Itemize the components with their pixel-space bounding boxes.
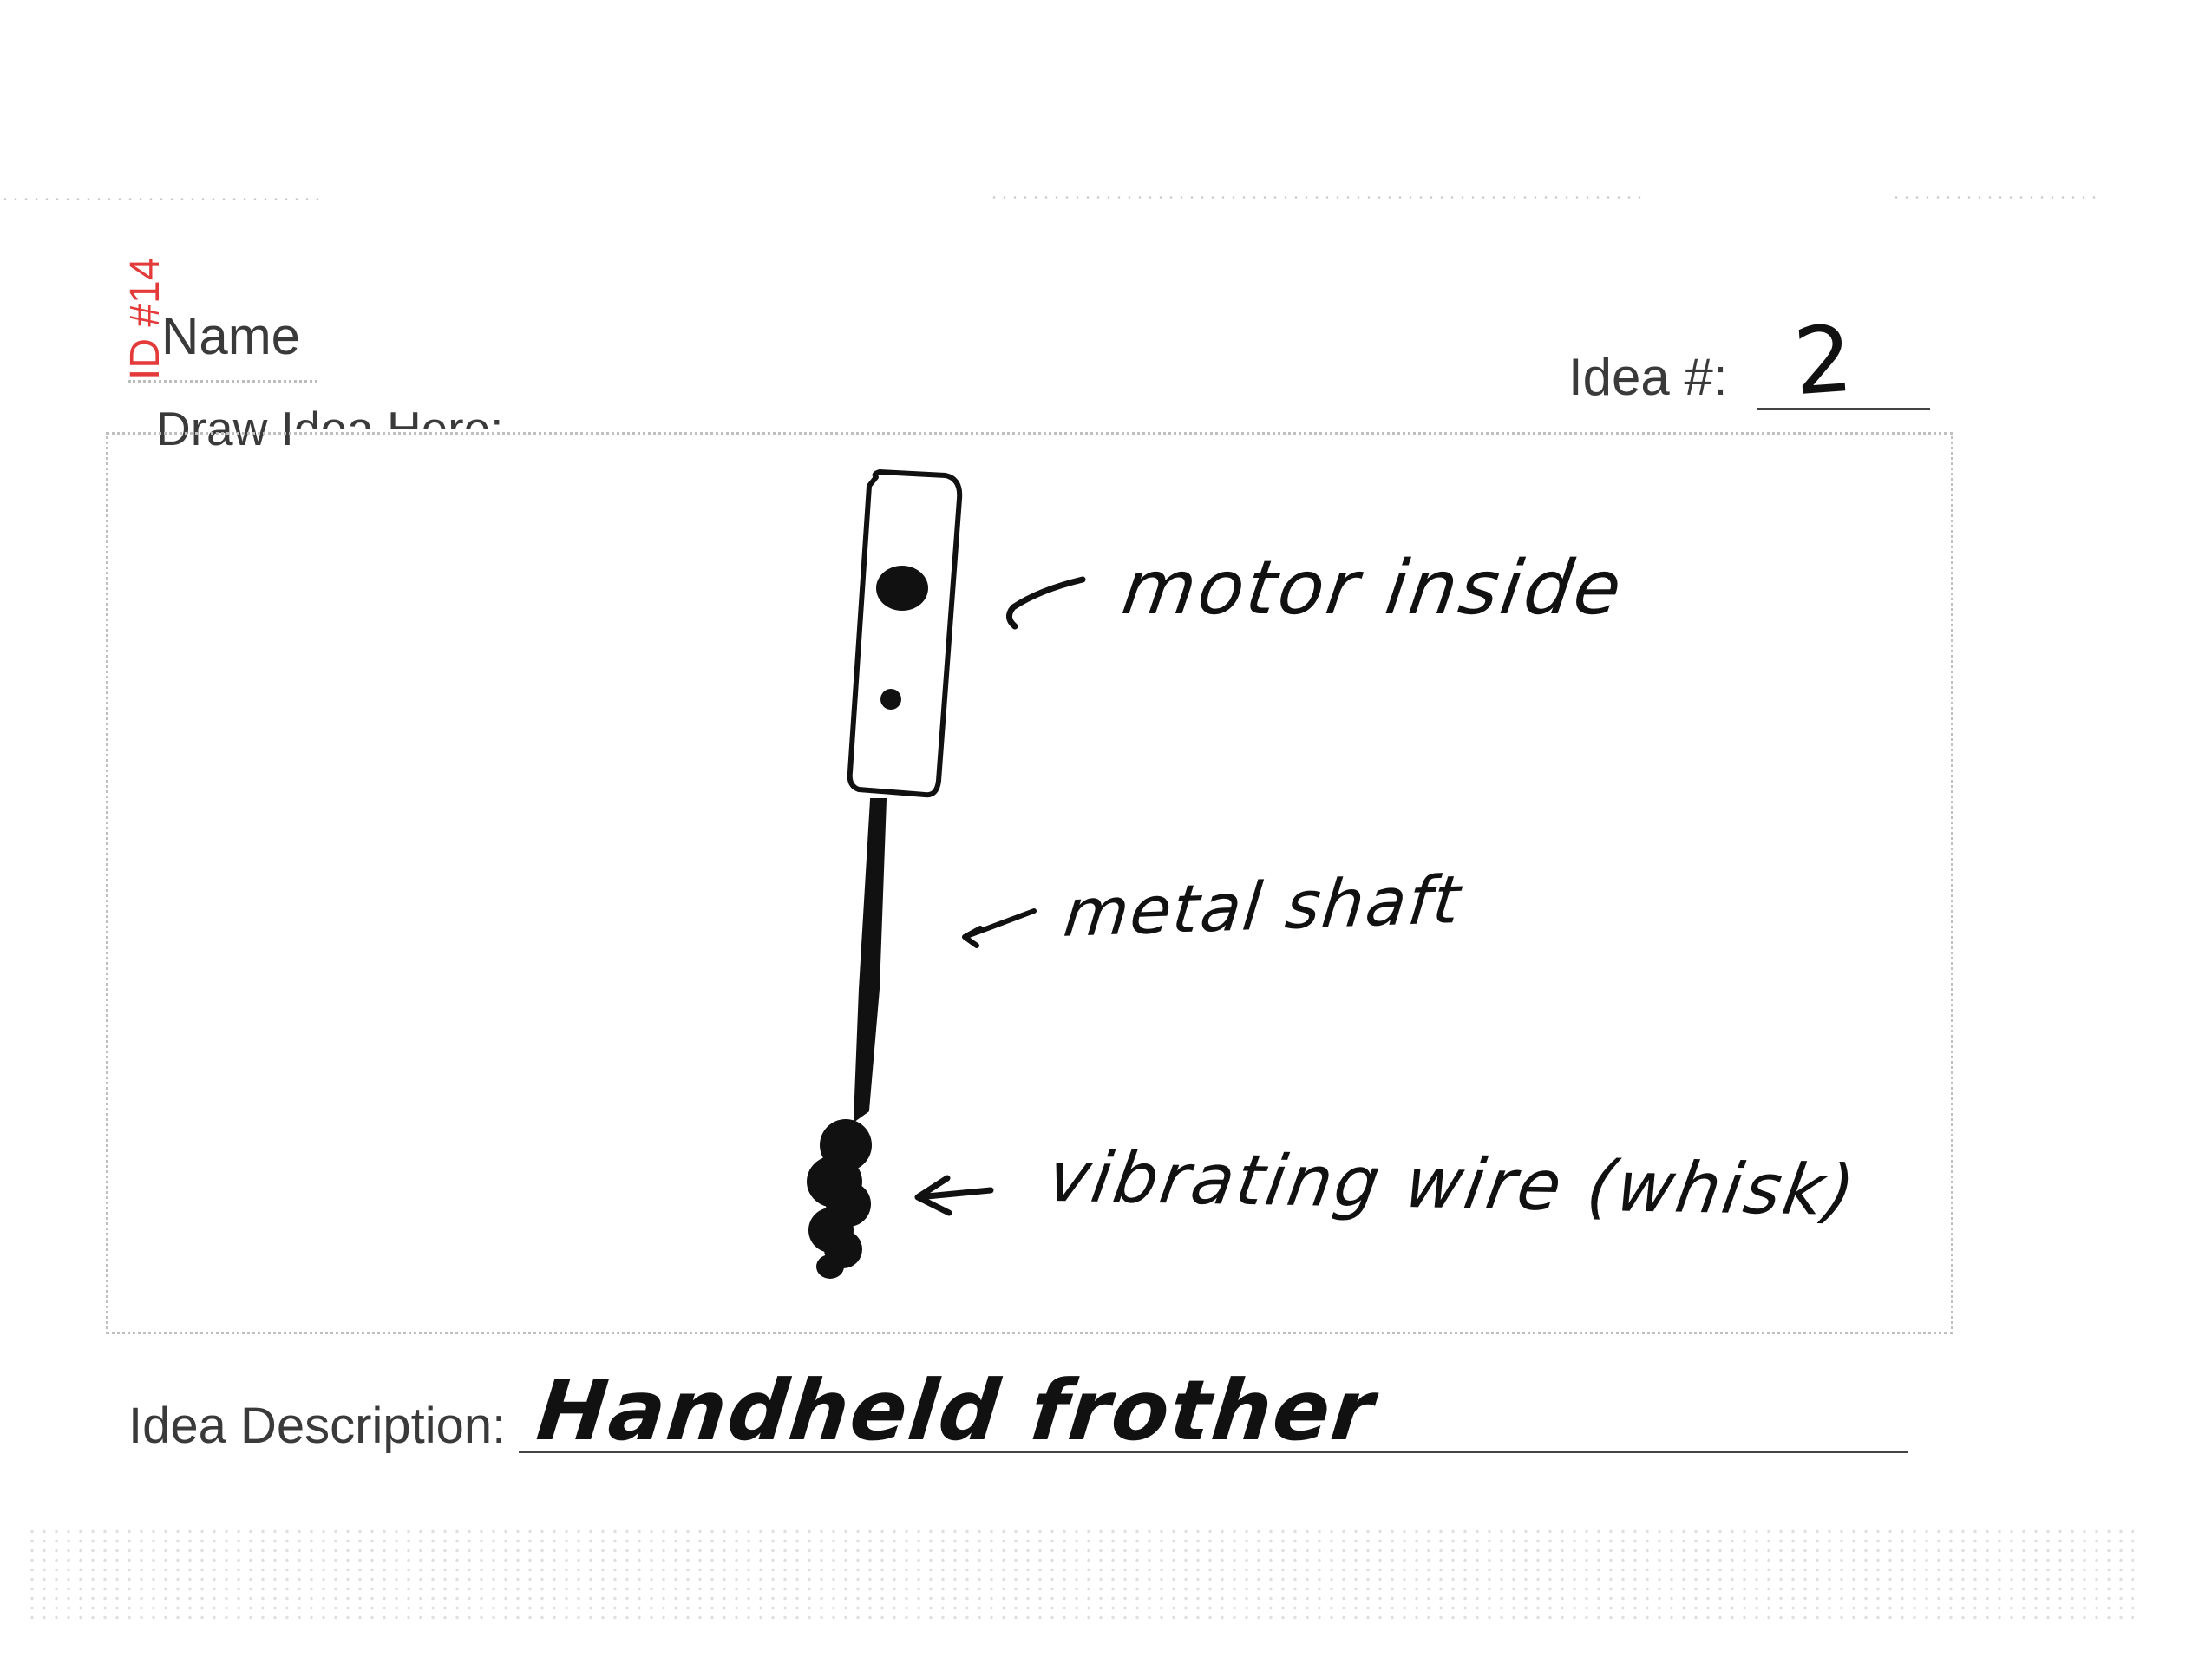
metal-shaft	[855, 800, 885, 1119]
idea-description-label: Idea Description:	[128, 1397, 506, 1455]
speed-button	[880, 689, 901, 710]
arrow-wire	[918, 1178, 991, 1213]
label-shaft: metal shaft	[1060, 861, 1465, 952]
arrow-motor	[1009, 580, 1083, 626]
whisk-coil	[807, 1119, 872, 1279]
power-button	[876, 566, 928, 611]
idea-description-value: Handheld frother	[533, 1362, 1379, 1459]
label-motor: motor inside	[1117, 545, 1629, 632]
arrow-shaft	[965, 911, 1034, 946]
label-wire: vibrating wire (whisk)	[1043, 1136, 1862, 1231]
handle-body	[850, 472, 959, 795]
